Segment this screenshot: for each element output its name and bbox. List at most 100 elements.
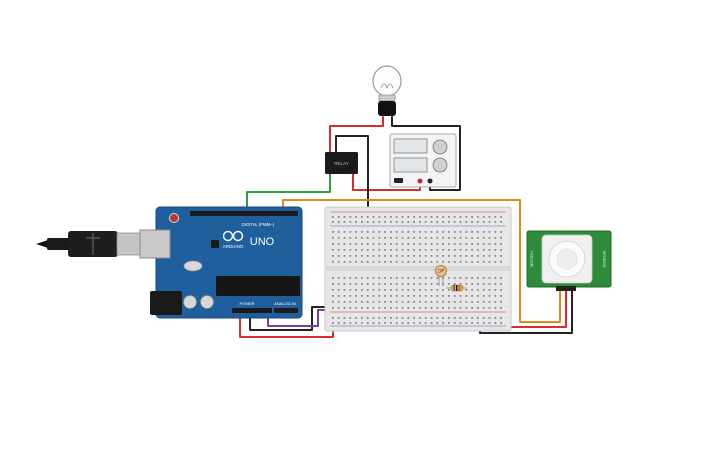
breadboard-hole[interactable] (343, 322, 346, 324)
breadboard-hole[interactable] (465, 277, 468, 279)
breadboard-hole[interactable] (488, 216, 491, 218)
breadboard-hole[interactable] (419, 283, 421, 285)
breadboard-hole[interactable] (366, 261, 369, 263)
breadboard-hole[interactable] (372, 249, 375, 251)
breadboard-hole[interactable] (407, 295, 410, 297)
breadboard-hole[interactable] (343, 221, 346, 223)
breadboard-hole[interactable] (448, 261, 450, 263)
breadboard-hole[interactable] (448, 237, 450, 239)
breadboard-hole[interactable] (361, 255, 363, 257)
breadboard-hole[interactable] (366, 255, 369, 257)
wire-relay-breadboard-black[interactable] (335, 135, 369, 215)
breadboard-hole[interactable] (349, 322, 352, 324)
breadboard-hole[interactable] (477, 231, 479, 233)
breadboard-hole[interactable] (361, 317, 363, 319)
breadboard-hole[interactable] (494, 295, 497, 297)
breadboard-hole[interactable] (419, 243, 421, 245)
breadboard-hole[interactable] (442, 216, 444, 218)
breadboard-hole[interactable] (407, 249, 410, 251)
breadboard-hole[interactable] (471, 301, 473, 303)
breadboard-hole[interactable] (419, 295, 421, 297)
breadboard-hole[interactable] (343, 317, 346, 319)
breadboard-hole[interactable] (453, 295, 456, 297)
breadboard-hole[interactable] (378, 243, 381, 245)
breadboard-hole[interactable] (482, 283, 485, 285)
breadboard-hole[interactable] (384, 221, 386, 223)
breadboard-hole[interactable] (436, 221, 439, 223)
breadboard-hole[interactable] (355, 231, 357, 233)
terminal-negative[interactable] (427, 178, 433, 184)
breadboard-hole[interactable] (465, 221, 468, 223)
breadboard-hole[interactable] (477, 255, 479, 257)
breadboard-hole[interactable] (401, 307, 404, 309)
breadboard-hole[interactable] (395, 295, 398, 297)
breadboard-hole[interactable] (442, 295, 444, 297)
breadboard-hole[interactable] (477, 237, 479, 239)
breadboard-hole[interactable] (361, 249, 363, 251)
breadboard-hole[interactable] (361, 237, 363, 239)
breadboard-hole[interactable] (430, 307, 433, 309)
breadboard-hole[interactable] (436, 237, 439, 239)
breadboard-hole[interactable] (401, 283, 404, 285)
breadboard-hole[interactable] (424, 255, 427, 257)
breadboard-hole[interactable] (395, 307, 398, 309)
breadboard-hole[interactable] (413, 216, 415, 218)
breadboard-hole[interactable] (337, 216, 340, 218)
breadboard-hole[interactable] (494, 301, 497, 303)
breadboard-hole[interactable] (355, 283, 357, 285)
breadboard-hole[interactable] (378, 307, 381, 309)
breadboard-hole[interactable] (401, 221, 404, 223)
breadboard-hole[interactable] (424, 295, 427, 297)
breadboard-hole[interactable] (361, 277, 363, 279)
breadboard-hole[interactable] (384, 216, 386, 218)
breadboard-hole[interactable] (332, 301, 334, 303)
breadboard-hole[interactable] (372, 237, 375, 239)
breadboard-hole[interactable] (442, 322, 444, 324)
wire-relay-arduino-green[interactable] (246, 173, 331, 214)
breadboard-hole[interactable] (384, 237, 386, 239)
breadboard-hole[interactable] (442, 237, 444, 239)
breadboard-hole[interactable] (419, 301, 421, 303)
breadboard-hole[interactable] (366, 237, 369, 239)
breadboard-hole[interactable] (349, 317, 352, 319)
breadboard-hole[interactable] (343, 261, 346, 263)
analog-header[interactable] (274, 308, 298, 313)
breadboard-hole[interactable] (453, 301, 456, 303)
breadboard-hole[interactable] (453, 221, 456, 223)
breadboard-hole[interactable] (477, 301, 479, 303)
breadboard-hole[interactable] (349, 301, 352, 303)
breadboard-hole[interactable] (482, 231, 485, 233)
wire-arduino-pir-orange[interactable] (282, 199, 561, 323)
breadboard-hole[interactable] (401, 289, 404, 291)
breadboard-hole[interactable] (465, 261, 468, 263)
breadboard-hole[interactable] (442, 243, 444, 245)
breadboard-hole[interactable] (343, 249, 346, 251)
breadboard-hole[interactable] (482, 277, 485, 279)
breadboard-hole[interactable] (448, 221, 450, 223)
knob-voltage[interactable] (432, 139, 448, 155)
breadboard-hole[interactable] (494, 307, 497, 309)
breadboard-hole[interactable] (349, 249, 352, 251)
breadboard-hole[interactable] (407, 277, 410, 279)
breadboard-hole[interactable] (500, 221, 502, 223)
breadboard-hole[interactable] (436, 255, 439, 257)
breadboard-hole[interactable] (401, 255, 404, 257)
breadboard-hole[interactable] (361, 307, 363, 309)
breadboard-hole[interactable] (448, 317, 450, 319)
breadboard-hole[interactable] (430, 301, 433, 303)
breadboard-hole[interactable] (500, 243, 502, 245)
breadboard-hole[interactable] (442, 317, 444, 319)
breadboard-hole[interactable] (482, 255, 485, 257)
breadboard-hole[interactable] (401, 317, 404, 319)
breadboard-hole[interactable] (366, 231, 369, 233)
breadboard-hole[interactable] (361, 322, 363, 324)
breadboard-hole[interactable] (407, 237, 410, 239)
breadboard-hole[interactable] (384, 277, 386, 279)
breadboard-hole[interactable] (337, 289, 340, 291)
breadboard-hole[interactable] (384, 295, 386, 297)
breadboard-hole[interactable] (332, 283, 334, 285)
breadboard-hole[interactable] (349, 307, 352, 309)
breadboard-hole[interactable] (395, 261, 398, 263)
breadboard-hole[interactable] (500, 295, 502, 297)
breadboard-hole[interactable] (436, 231, 439, 233)
